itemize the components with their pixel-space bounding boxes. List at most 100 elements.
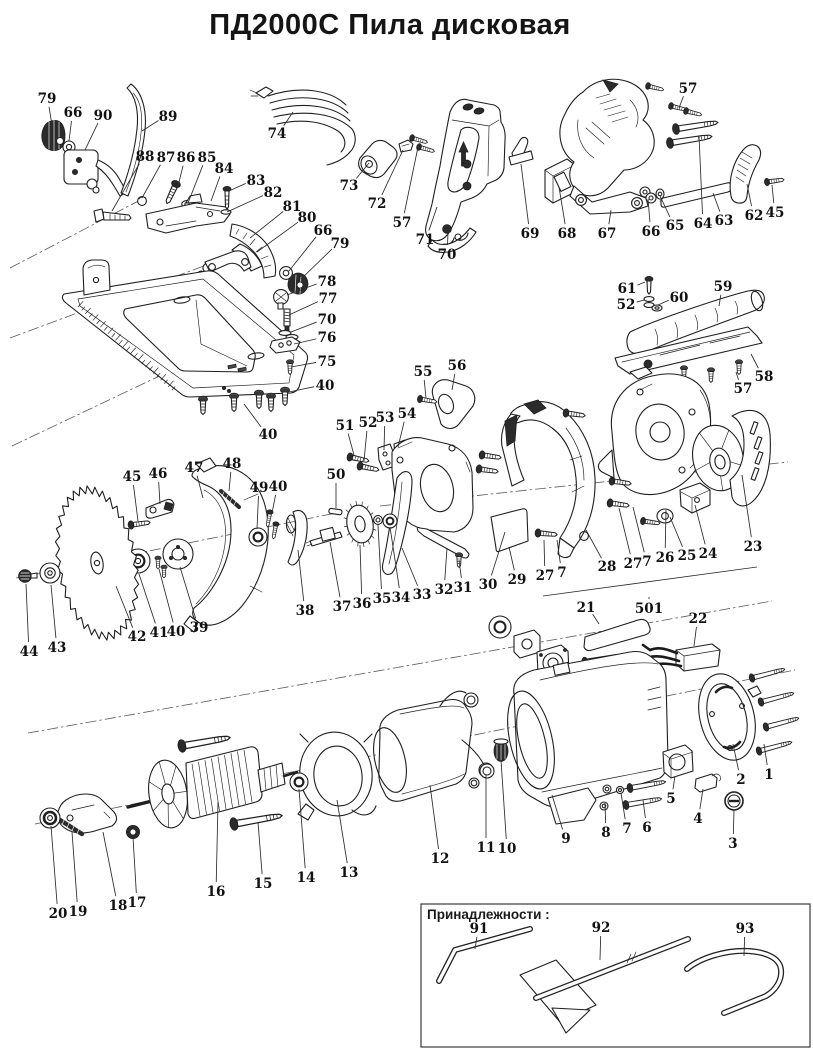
part-label-34: 34 xyxy=(389,526,410,606)
part-label-40: 40 xyxy=(269,479,288,514)
accessories-border xyxy=(420,903,811,1048)
part-number: 75 xyxy=(318,354,337,370)
screw-40a xyxy=(154,555,162,570)
part-number: 70 xyxy=(438,247,457,263)
part-number: 46 xyxy=(149,466,168,482)
part-label-17: 17 xyxy=(128,836,146,911)
nut-17 xyxy=(126,825,141,840)
part-number: 40 xyxy=(269,479,288,495)
screw-1b xyxy=(756,688,796,708)
part-label-41: 41 xyxy=(138,573,169,641)
motor-mount-housing-23 xyxy=(692,409,771,507)
screw-1c xyxy=(761,713,801,733)
part-label-40: 40 xyxy=(288,378,334,394)
spring-19 xyxy=(57,817,85,837)
fan-baffle-13 xyxy=(297,731,377,821)
part-number: 38 xyxy=(296,603,315,619)
part-label-7: 7 xyxy=(632,506,652,570)
part-label-45: 45 xyxy=(766,184,784,221)
torsion-spring-48 xyxy=(219,489,241,509)
part-number: 48 xyxy=(223,456,242,472)
part-label-89: 89 xyxy=(141,109,177,132)
blade-guard-front-28 xyxy=(500,399,596,559)
part-number: 40 xyxy=(167,624,186,640)
clamp-plate-76 xyxy=(269,336,301,354)
clamp-lever-62 xyxy=(729,144,762,204)
part-number: 5 xyxy=(666,791,675,807)
part-label-42: 42 xyxy=(115,585,146,645)
ruler-scale xyxy=(77,301,176,391)
part-label-54: 54 xyxy=(397,406,416,448)
part-label-84: 84 xyxy=(210,161,234,202)
part-label-40: 40 xyxy=(243,403,278,443)
part-label-9: 9 xyxy=(551,794,571,847)
part-number: 57 xyxy=(679,81,698,97)
shaft-rod-63 xyxy=(660,182,732,208)
part-number: 12 xyxy=(431,851,450,867)
part-label-30: 30 xyxy=(479,531,506,593)
part-label-26: 26 xyxy=(656,509,674,566)
part-label-87: 87 xyxy=(141,150,175,199)
dust-spout-56 xyxy=(431,379,476,430)
part-number: 92 xyxy=(592,920,611,936)
part-number: 70 xyxy=(318,312,337,328)
pin-50 xyxy=(328,507,343,516)
part-number: 24 xyxy=(699,546,718,562)
part-label-1: 1 xyxy=(763,743,774,783)
part-label-16: 16 xyxy=(207,801,225,900)
part-label-85: 85 xyxy=(187,150,216,204)
motor-end-cap-2 xyxy=(698,673,762,761)
part-number: 40 xyxy=(259,427,278,443)
part-number: 21 xyxy=(577,600,596,616)
part-number: 4 xyxy=(693,811,702,827)
part-number: 83 xyxy=(247,173,266,189)
screw-1d xyxy=(754,737,794,757)
steel-ball-87 xyxy=(137,196,147,206)
part-number: 18 xyxy=(109,898,128,914)
bearing-bracket-24 xyxy=(679,482,711,514)
bearing-49 xyxy=(248,527,268,547)
part-label-51: 51 xyxy=(336,418,355,456)
part-number: 76 xyxy=(318,330,337,346)
part-number: 45 xyxy=(123,469,142,485)
part-number: 63 xyxy=(715,213,734,229)
part-label-57: 57 xyxy=(734,371,752,397)
part-number: 65 xyxy=(666,218,685,234)
part-label-35: 35 xyxy=(373,524,391,607)
part-label-48: 48 xyxy=(223,456,242,492)
part-label-66: 66 xyxy=(642,198,660,240)
part-number: 28 xyxy=(598,559,617,575)
part-label-57: 57 xyxy=(393,146,419,231)
part-number: 11 xyxy=(477,840,496,856)
part-label-10: 10 xyxy=(498,759,516,857)
guard-screw-e xyxy=(475,464,500,477)
part-label-79: 79 xyxy=(38,91,56,126)
part-label-32: 32 xyxy=(435,547,454,598)
armature-16 xyxy=(126,746,299,829)
part-label-56: 56 xyxy=(448,358,466,391)
part-number: 32 xyxy=(435,582,454,598)
part-number: 88 xyxy=(136,149,155,165)
part-label-73: 73 xyxy=(340,162,370,194)
guard-lever-46 xyxy=(145,498,175,519)
part-label-5: 5 xyxy=(666,775,676,807)
part-label-24: 24 xyxy=(694,504,718,562)
part-number: 501 xyxy=(635,601,663,617)
bearing-34 xyxy=(382,513,398,529)
sight-guide-tab xyxy=(82,259,111,296)
screw-57e xyxy=(682,106,703,119)
part-label-67: 67 xyxy=(598,209,616,242)
part-label-70: 70 xyxy=(290,312,337,333)
part-number: 20 xyxy=(49,906,68,922)
part-label-49: 49 xyxy=(250,480,268,530)
part-label-21: 21 xyxy=(577,600,600,625)
part-number: 41 xyxy=(150,625,169,641)
part-label-40: 40 xyxy=(158,568,186,640)
depth-guide-arc-89 xyxy=(120,83,146,197)
long-screw-15a xyxy=(176,730,232,754)
screw-57b xyxy=(415,142,436,156)
part-number: 93 xyxy=(736,921,755,937)
part-number: 84 xyxy=(215,161,234,177)
inner-flange-38 xyxy=(285,509,308,566)
